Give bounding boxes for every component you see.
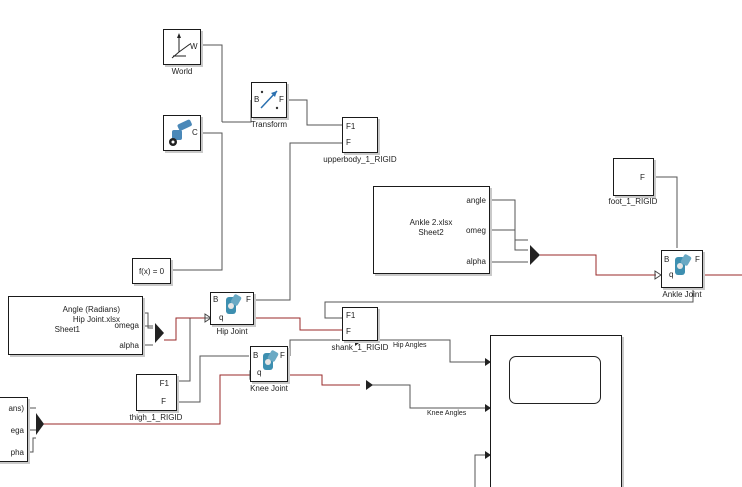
shank-port-f1: F1 [346,311,356,320]
fx-text: f(x) = 0 [138,267,165,276]
upperbody-label: upperbody_1_RIGID [323,155,397,164]
constraint-block[interactable]: f(x) = 0 [132,258,171,284]
ankle-sheet-name: Sheet2 [418,228,444,237]
knee-out-angle: ans) [8,404,24,413]
solver-port-c: C [192,128,198,137]
hip-angles-signal-label: Hip Angles [393,342,427,349]
knee-joint-block[interactable]: B F q [250,346,288,382]
world-port-w: W [190,42,198,51]
knee-angles-signal-label: Knee Angles [427,410,467,417]
ankle-joint-label: Ankle Joint [662,290,702,299]
scope-screen [509,356,601,404]
knee-port-b: B [253,351,259,360]
transform-port-f: F [279,95,284,104]
knee-port-f: F [280,351,285,360]
hip-out-omega: omega [114,321,139,330]
knee-out-omega: ega [10,426,24,435]
revolute-joint-icon [675,254,692,275]
ankle-joint-block[interactable]: B F q [661,250,703,288]
knee-joint-label: Knee Joint [250,384,288,393]
knee-xlsx-source-block[interactable]: ans) ega pha [0,397,28,462]
ankle-port-b: B [664,255,670,264]
hip-out-alpha: alpha [119,341,139,350]
scope-block[interactable] [490,335,622,487]
transform-port-b: B [254,95,260,104]
thigh-port-f: F [161,397,166,406]
ankle-out-alpha: alpha [466,257,486,266]
foot-rigid-block[interactable]: F [613,158,654,196]
world-frame-icon [171,33,191,59]
shank-label: shank_1_RIGID [331,343,389,352]
hip-port-f: F [246,295,251,304]
solver-configuration-block[interactable]: C [163,115,201,151]
hip-port-b: B [213,295,219,304]
ankle-port-f: F [695,255,700,264]
thigh-rigid-block[interactable]: F1 F [136,374,177,411]
hip-sheet-name: Sheet1 [54,325,80,334]
revolute-joint-icon [263,350,279,370]
thigh-label: thigh_1_RIGID [129,413,183,422]
gear-icon [169,138,177,146]
upperbody-port-f: F [346,138,351,147]
transform-icon [260,90,279,110]
knee-out-alpha: pha [10,448,24,457]
rigid-transform-block[interactable]: B F [251,82,287,118]
hip-joint-block[interactable]: B F q [210,292,254,325]
world-frame-block[interactable]: W [163,29,201,65]
knee-port-q: q [257,368,262,377]
ankle-port-q: q [669,270,674,279]
shank-rigid-block[interactable]: F1 F [342,307,378,341]
hip-xlsx-source-block[interactable]: Angle (Radians) Hip Joint.xlsx Sheet1 om… [8,296,143,355]
transform-label: Transform [250,120,288,129]
ankle-out-angle: angle [466,196,486,205]
world-label: World [171,67,193,76]
hip-file-name: Hip Joint.xlsx [72,315,120,324]
hip-port-q: q [219,313,224,322]
ankle-file-name: Ankle 2.xlsx [409,218,453,227]
foot-port-f: F [640,173,645,182]
hip-joint-label: Hip Joint [216,327,248,336]
thigh-port-f1: F1 [159,379,169,388]
upperbody-rigid-block[interactable]: F1 F [342,117,378,153]
ankle-xlsx-source-block[interactable]: Ankle 2.xlsx Sheet2 angle omeg alpha [373,186,490,274]
robot-arm-icon [172,119,192,140]
ankle-out-omega: omeg [465,226,486,235]
upperbody-port-f1: F1 [346,122,356,131]
shank-port-f: F [346,327,351,336]
revolute-joint-icon [226,294,242,314]
hip-angle-label: Angle (Radians) [62,305,120,314]
foot-label: foot_1_RIGID [608,197,658,206]
